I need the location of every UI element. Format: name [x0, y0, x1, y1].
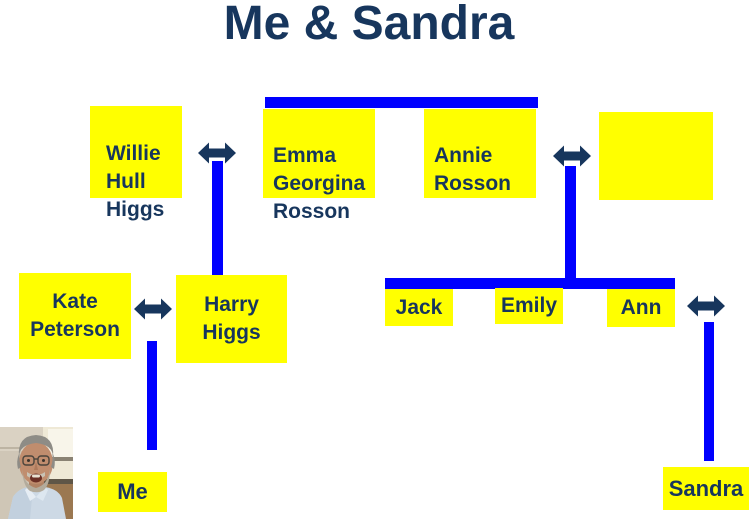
spouse-arrow-icon-annie-unnamed: [553, 143, 591, 169]
person-box-ann: Ann: [607, 289, 675, 327]
person-box-annie-rosson: Annie Rosson: [424, 109, 536, 198]
person-name: Harry Higgs: [202, 293, 261, 344]
spouse-arrow-icon-willie-emma: [198, 140, 236, 166]
connector-willie-emma-to-harry: [212, 161, 223, 276]
person-name: Emily: [500, 294, 558, 317]
page-title: Me & Sandra: [223, 0, 515, 50]
person-box-jack: Jack: [385, 289, 453, 326]
person-box-kate-peterson: Kate Peterson: [19, 273, 131, 359]
connector-kate-harry-to-me: [147, 341, 157, 450]
person-box-harry-higgs: Harry Higgs: [176, 275, 287, 363]
person-name: Kate Peterson: [30, 290, 120, 341]
person-box-unnamed: [599, 112, 713, 200]
me-photo-image: [0, 427, 73, 519]
connector-children-bar: [385, 278, 675, 289]
person-box-emma-georgina-rosson: Emma Georgina Rosson: [263, 109, 375, 223]
spouse-arrow-icon-kate-harry: [134, 296, 172, 322]
person-box-willie-hull-higgs: Willie Hull Higgs: [90, 106, 182, 221]
person-name: Emma Georgina Rosson: [273, 144, 366, 223]
connector-grandparents-top-bar: [265, 97, 538, 108]
person-name: Annie Rosson: [434, 144, 512, 195]
person-box-emily: Emily: [495, 288, 563, 324]
connector-annie-spouse-to-children: [565, 166, 576, 282]
person-name: Me: [117, 479, 148, 504]
person-name: Sandra: [668, 475, 744, 501]
person-name: Willie Hull Higgs: [106, 142, 165, 221]
me-photo: [0, 427, 73, 519]
person-box-me: Me: [98, 472, 167, 512]
connector-ann-spouse-to-sandra: [704, 322, 714, 461]
person-box-sandra: Sandra: [663, 467, 749, 510]
spouse-arrow-icon-ann-sandra: [687, 293, 725, 319]
person-name: Jack: [395, 295, 443, 319]
person-name: Ann: [620, 296, 662, 319]
